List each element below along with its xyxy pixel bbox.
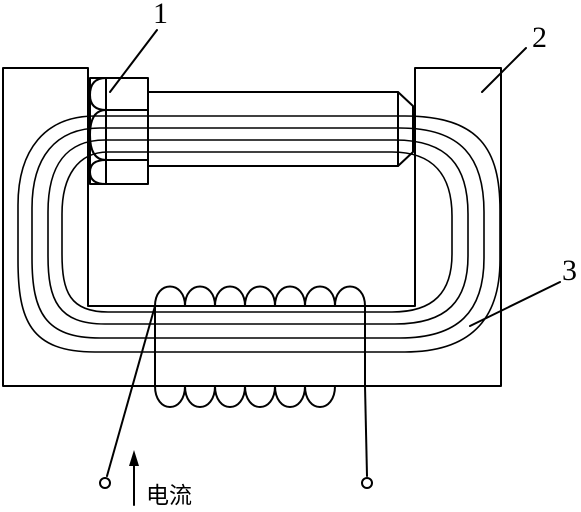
label-part-1: 1 xyxy=(153,0,168,30)
leader-line-3 xyxy=(469,281,561,327)
leader-line-1 xyxy=(109,29,158,93)
flux-lines xyxy=(17,115,501,353)
leader-line-2 xyxy=(481,47,527,93)
label-part-2: 2 xyxy=(532,21,547,54)
label-part-3: 3 xyxy=(562,254,577,287)
flux-loop-outer xyxy=(17,115,501,353)
terminal-left xyxy=(99,477,111,489)
flux-loop-middle xyxy=(31,127,485,339)
coil-turns-back xyxy=(154,385,336,408)
current-arrow xyxy=(129,450,139,506)
current-label: 电流 xyxy=(146,483,192,509)
bolt-head xyxy=(89,77,149,185)
bolt-head-face-left xyxy=(89,77,107,111)
bolt xyxy=(89,77,414,185)
terminal-right xyxy=(361,477,373,489)
u-frame xyxy=(2,67,502,387)
flux-loop-inner-upper xyxy=(47,139,469,325)
bolt-shank xyxy=(147,91,414,167)
flux-loop-inner xyxy=(61,151,453,313)
coil-turns-front xyxy=(154,285,366,307)
lead-wire-left xyxy=(106,305,156,477)
bolt-head-face-left-low xyxy=(89,159,107,185)
lead-wire-right xyxy=(364,385,368,477)
bolt-head-face-left-mid xyxy=(89,109,107,161)
coil xyxy=(154,285,366,408)
